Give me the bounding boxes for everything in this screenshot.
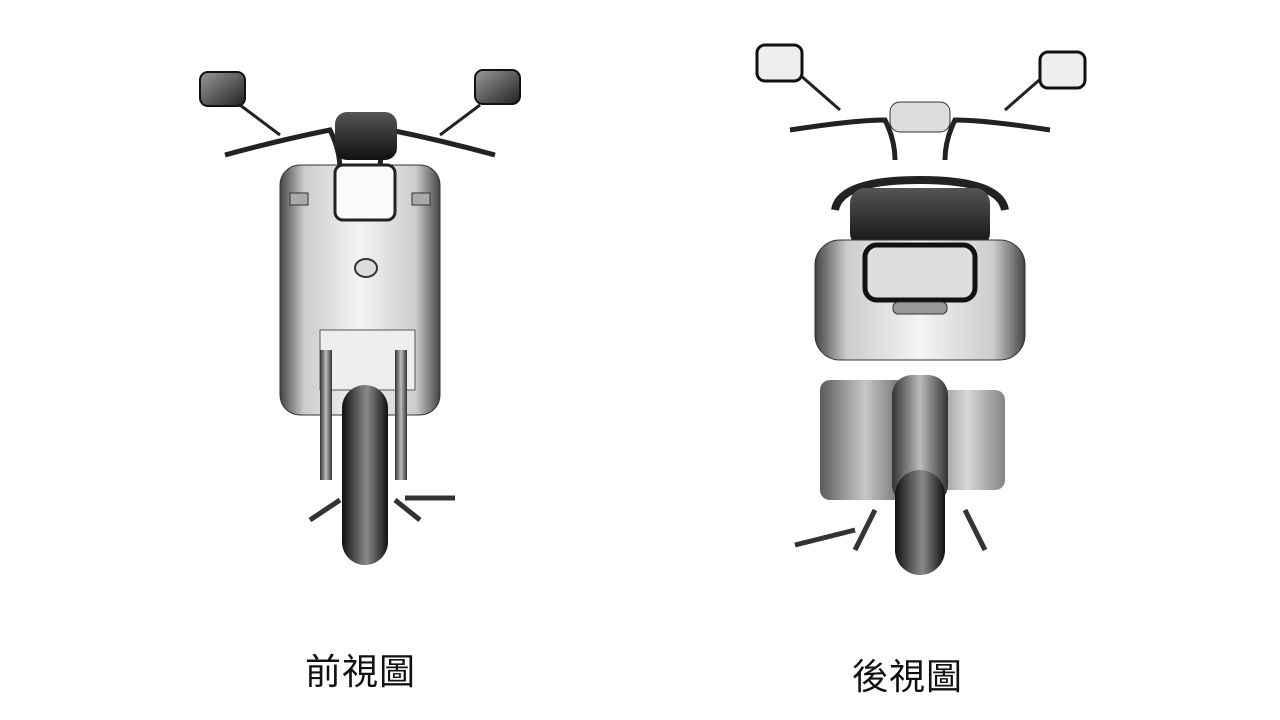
front-view-drawing — [199, 69, 521, 565]
engine-unit — [820, 380, 910, 500]
rear-handlebar — [789, 73, 1051, 161]
headlight-housing — [335, 112, 397, 160]
seat — [850, 188, 990, 248]
front-view-caption: 前視圖 — [305, 652, 417, 693]
rear-view-drawing — [755, 43, 1087, 575]
left-mirror — [199, 71, 246, 107]
front-fork-right — [395, 350, 407, 480]
rear-view-caption: 後視圖 — [852, 657, 964, 698]
rear-grab-rail — [831, 175, 1009, 212]
front-tire — [342, 385, 388, 565]
left-mirror — [755, 43, 804, 83]
tail-light — [862, 242, 978, 303]
front-emblem — [354, 258, 378, 278]
right-mirror — [474, 69, 521, 105]
front-fork-left — [320, 350, 332, 480]
rear-fender — [892, 375, 948, 505]
rear-tire — [895, 470, 945, 575]
right-mirror — [1038, 50, 1087, 90]
